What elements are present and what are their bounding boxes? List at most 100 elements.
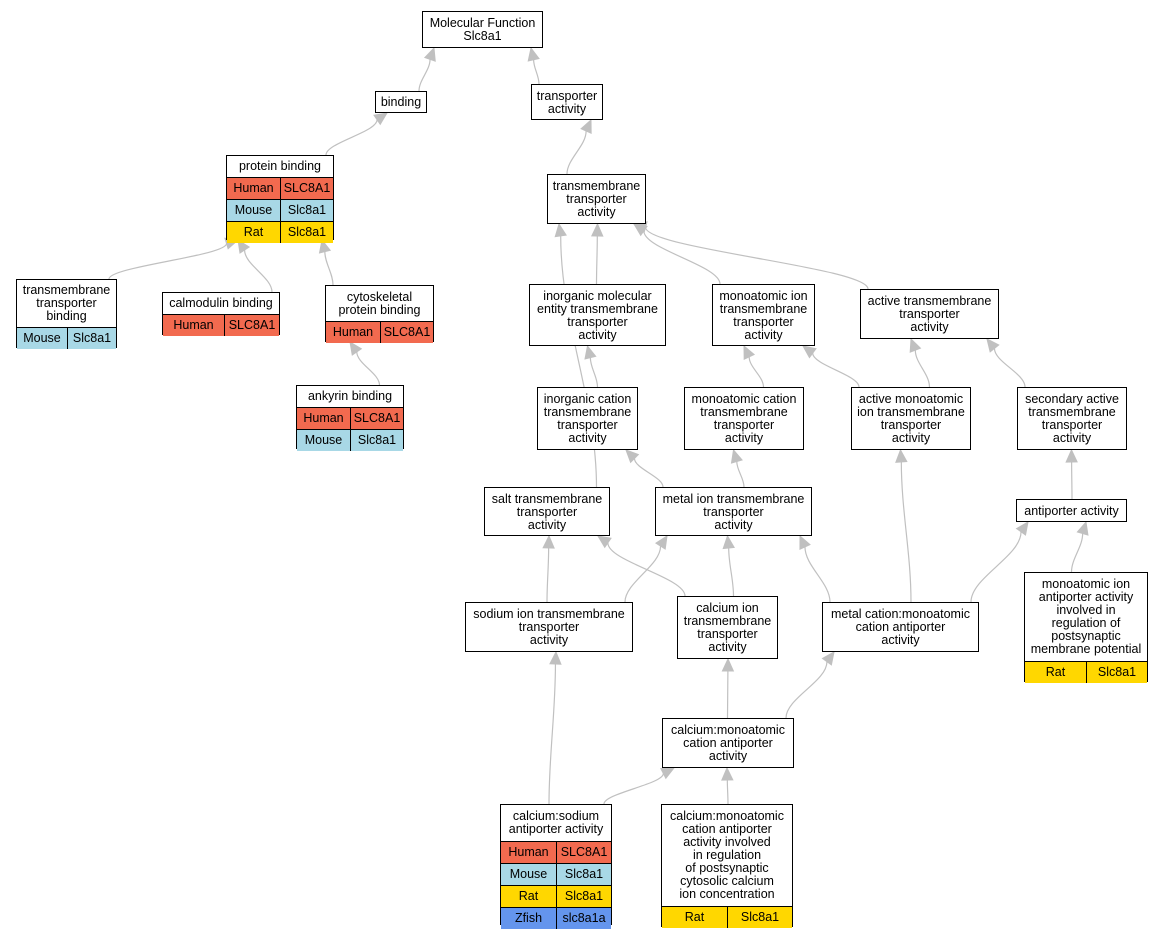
gene-cell[interactable]: Slc8a1 [556,886,611,907]
edge-calcium-ion-tm-to-salt-tm [597,535,686,597]
edge-active-monoatomic-ion-tm-to-monoatomic-ion-tm [802,345,860,388]
go-term-node-active-monoatomic-ion-tm[interactable]: active monoatomic ion transmembrane tran… [851,387,971,450]
go-term-node-monoatomic-ion-tm[interactable]: monoatomic ion transmembrane transporter… [712,284,815,346]
species-cell: Rat [684,910,705,924]
go-term-label: transmembrane transporter binding [22,283,111,323]
go-term-label: active monoatomic ion transmembrane tran… [857,392,965,445]
go-term-label: binding [380,95,422,109]
go-term-label: calcium:sodium antiporter activity [508,809,604,836]
go-term-label: inorganic molecular entity transmembrane… [537,288,658,342]
edge-protein-binding-to-binding [325,112,388,156]
edge-metal-cation-antiporter-to-active-monoatomic-ion-tm [895,448,912,603]
go-term-node-tm-transporter-activity[interactable]: transmembrane transporter activity [547,174,646,224]
go-term-label: Molecular Function Slc8a1 [429,16,536,43]
edge-arrowhead [909,337,922,353]
edge-monoatomic-ion-tm-to-tm-transporter-activity [633,223,721,285]
gene-cell[interactable]: Slc8a1 [1086,662,1147,683]
annotation-row-rat: Rat Slc8a1 [662,906,792,928]
edge-line [356,351,381,386]
gene-cell[interactable]: SLC8A1 [350,408,403,429]
go-term-node-salt-tm[interactable]: salt transmembrane transporter activity [484,487,610,536]
go-term-label: antiporter activity [1024,503,1119,518]
gene-cell[interactable]: Slc8a1 [350,430,403,451]
edge-active-tm-to-tm-transporter-activity [632,221,869,290]
gene-cell[interactable]: SLC8A1 [224,315,279,336]
go-term-node-active-tm[interactable]: active transmembrane transporter activit… [860,289,999,339]
go-term-label: calcium:monoatomic cation antiporter act… [671,723,785,763]
edge-line [726,779,729,805]
edge-line [633,458,664,488]
edge-arrowhead [821,651,835,666]
gene-cell[interactable]: Slc8a1 [280,222,333,243]
edge-line [607,542,686,597]
gene-cell[interactable]: SLC8A1 [380,322,433,343]
annotation-row-mouse: Mouse Slc8a1 [227,199,333,221]
gene-cell[interactable]: slc8a1a [556,908,611,929]
edge-arrowhead [423,46,436,62]
edge-line [785,661,828,719]
go-term-label: metal ion transmembrane transporter acti… [662,491,805,532]
go-term-node-metal-cation-antiporter[interactable]: metal cation:monoatomic cation antiporte… [822,602,979,652]
edge-ankyrin-binding-to-cytoskeletal-protein-binding [349,341,381,386]
edge-salt-tm-to-tm-transporter-activity [554,222,598,488]
gene-cell[interactable]: SLC8A1 [280,178,333,199]
edge-arrowhead [318,238,332,254]
gene-cell[interactable]: Slc8a1 [280,200,333,221]
edge-arrowhead [802,345,817,359]
edge-arrowhead [584,344,597,360]
edge-line [243,249,273,293]
gene-cell[interactable]: Slc8a1 [67,328,116,349]
go-term-node-monoatomic-cation-tm[interactable]: monoatomic cation transmembrane transpor… [684,387,804,450]
go-term-label: calcium:monoatomic cation antiporter act… [670,809,784,901]
edge-line [325,119,378,156]
gene-cell[interactable]: Slc8a1 [556,864,611,885]
go-term-label: transporter activity [536,88,598,116]
go-term-node-transporter-activity[interactable]: transporter activity [531,84,603,120]
go-term-node-calcium-ion-tm[interactable]: calcium ion transmembrane transporter ac… [677,596,778,659]
go-term-node-metal-ion-tm[interactable]: metal ion transmembrane transporter acti… [655,487,812,536]
go-term-label: monoatomic cation transmembrane transpor… [691,392,797,445]
edge-arrowhead [986,338,1000,353]
go-term-label: sodium ion transmembrane transporter act… [473,607,625,647]
go-term-label: calmodulin binding [169,296,273,310]
go-term-label: salt transmembrane transporter activity [491,491,603,532]
edge-line [644,226,869,290]
edge-sodium-ion-tm-to-salt-tm [542,534,555,603]
species-cell: Human [173,318,214,332]
go-term-label: transmembrane transporter activity [552,179,641,219]
go-term-node-calcium-monoatomic-cation-antiporter[interactable]: calcium:monoatomic cation antiporter act… [662,718,794,768]
go-term-label: inorganic cation transmembrane transport… [543,392,632,445]
annotation-row-human: Human SLC8A1 [163,314,279,336]
gene-cell[interactable]: Slc8a1 [727,907,792,928]
edge-monoatomic-cation-tm-to-monoatomic-ion-tm [743,344,765,388]
go-term-node-root[interactable]: Molecular Function Slc8a1 [422,11,543,48]
edge-line [736,461,745,488]
go-term-node-antiporter-activity[interactable]: antiporter activity [1016,499,1127,522]
edge-tm-transporter-binding-to-protein-binding [108,237,240,280]
go-term-node-calcium-antiporter-postsynaptic-cytosolic[interactable]: calcium:monoatomic cation antiporter act… [661,804,793,928]
go-term-node-inorganic-cation-tm[interactable]: inorganic cation transmembrane transport… [537,387,638,450]
edge-arrowhead [373,112,388,126]
species-cell: Mouse [234,203,273,217]
go-term-node-sodium-ion-tm[interactable]: sodium ion transmembrane transporter act… [465,602,633,652]
go-term-node-binding[interactable]: binding [375,91,427,113]
go-term-node-monoatomic-ion-antiporter-postsynaptic[interactable]: monoatomic ion antiporter activity invol… [1024,572,1148,683]
edge-line [1070,533,1084,573]
edge-inorganic-molecular-entity-to-tm-transporter-activity [591,222,604,285]
edge-arrowhead [580,118,592,134]
go-term-node-inorganic-molecular-entity[interactable]: inorganic molecular entity transmembrane… [529,284,666,346]
gene-cell[interactable]: SLC8A1 [556,842,611,863]
edge-transporter-activity-to-root [527,46,540,85]
go-term-node-secondary-active-tm[interactable]: secondary active transmembrane transport… [1017,387,1127,450]
edge-metal-ion-tm-to-monoatomic-cation-tm [730,448,745,488]
